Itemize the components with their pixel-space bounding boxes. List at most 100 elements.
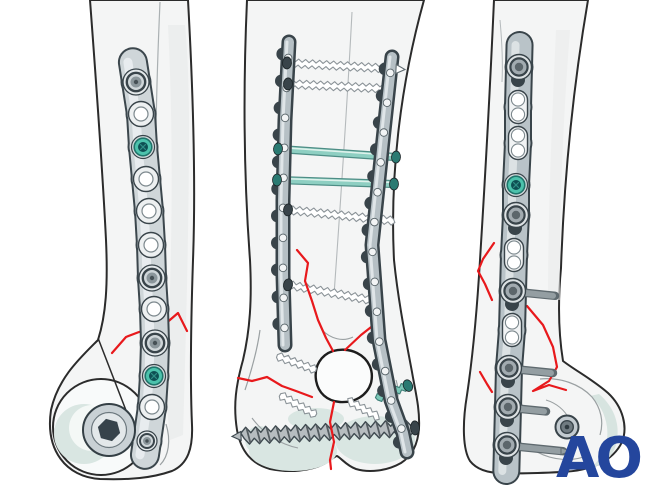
locking-screw-head (503, 172, 529, 198)
screw-head (495, 354, 558, 388)
thread-ridge (245, 428, 252, 443)
screw-head (505, 53, 533, 87)
screw-tip (230, 430, 242, 442)
screw-end (230, 420, 420, 442)
locking-star (139, 143, 147, 151)
empty-plate-hole (507, 125, 529, 161)
bone-axis-line (333, 11, 353, 296)
screw-end (402, 379, 414, 392)
screw-head-nub (389, 177, 399, 191)
empty-plate-hole (140, 295, 168, 323)
fracture-line (328, 400, 336, 471)
screw-end (272, 173, 399, 191)
empty-plate-hole (501, 312, 523, 348)
independent-screws (554, 414, 580, 440)
plate-hole-edge (373, 187, 382, 197)
ao-logo: AO (556, 426, 640, 491)
independent-screws (82, 403, 136, 457)
locking-star (512, 181, 520, 189)
bone-contour-line (159, 423, 170, 466)
screw-head (554, 414, 580, 440)
locking-screw-head (141, 363, 167, 389)
screw-head-nub (402, 379, 414, 392)
olecranon-fossa (314, 348, 373, 404)
screw-head (493, 431, 572, 465)
bone-contour-line (539, 378, 603, 436)
thread-ridge (345, 423, 352, 439)
screw-tip (560, 446, 572, 456)
lateral-view-panel (49, 0, 196, 481)
plate-hole-edge (278, 263, 288, 273)
screw-end (282, 56, 407, 75)
screw-head (499, 277, 560, 311)
plate-hole-edge (278, 233, 288, 243)
transverse-screw (278, 392, 318, 418)
transverse-screw (347, 397, 380, 421)
medial-locking-plate (492, 31, 572, 485)
empty-plate-hole (127, 100, 155, 128)
thread-ridge (335, 424, 342, 439)
screw-head-nub (272, 173, 282, 187)
lateral-locking-plate (117, 47, 171, 470)
thread-ridge (295, 426, 302, 441)
thread-ridge (265, 427, 272, 442)
screw-head (141, 329, 169, 357)
screw-head (136, 430, 158, 452)
screw-head-nub (391, 150, 401, 164)
empty-plate-hole (137, 231, 165, 259)
screw-head (138, 264, 166, 292)
thread-ridge (355, 423, 362, 438)
screw-end (283, 278, 293, 292)
empty-plate-hole (507, 89, 529, 125)
condyle-cartilage (590, 394, 618, 468)
plate-hole-edge (376, 158, 385, 167)
plate-hole-edge (380, 366, 390, 376)
screw-head (122, 68, 150, 96)
transverse-screw (275, 352, 318, 374)
screw-end (283, 77, 293, 91)
medial-view-panel: AO (462, 0, 644, 491)
empty-plate-hole (138, 393, 166, 421)
edge-on-plates (271, 34, 415, 460)
locking-screw-head (130, 134, 156, 160)
screw-head-nub (283, 278, 293, 292)
fracture-line (236, 375, 314, 399)
screw-head-nub (283, 203, 293, 217)
bone-shading (166, 25, 189, 440)
fracture-line (478, 370, 494, 394)
hex-socket (97, 418, 121, 442)
fracture-line (476, 241, 496, 302)
plate-hole-edge (375, 337, 384, 346)
bone-contour-line (244, 329, 261, 391)
screw-head-nub (282, 56, 292, 70)
fracture-line (295, 248, 335, 353)
thread-ridge (275, 427, 282, 442)
supracondylar-ridge-line (97, 337, 128, 414)
empty-plate-hole (135, 197, 163, 225)
screw-head (502, 201, 530, 235)
thread-ridge (285, 426, 292, 441)
locking-star (150, 372, 158, 380)
screw-head-nub (283, 77, 293, 91)
plate-hole-edge (370, 217, 379, 227)
bone-contour-line (536, 451, 587, 460)
thread-ridge (325, 424, 332, 440)
empty-plate-hole (503, 237, 525, 273)
thread-ridge (385, 422, 392, 437)
screw-end (283, 203, 293, 217)
empty-plate-hole (132, 165, 160, 193)
plate-hole-edge (397, 424, 406, 433)
plate-hole-edge (386, 396, 396, 405)
thread-ridge (305, 425, 312, 441)
plate-hole-edge (279, 293, 288, 303)
posterior-view-panel (230, 0, 426, 473)
plate-hole-edge (382, 98, 392, 107)
thread-ridge (375, 422, 382, 437)
bone-shading (548, 30, 570, 300)
plate-hole-edge (386, 68, 395, 78)
thread-ridge (315, 425, 322, 440)
thread-ridge (365, 422, 372, 438)
screw-head (82, 403, 136, 457)
plate-hole-edge (368, 247, 377, 257)
